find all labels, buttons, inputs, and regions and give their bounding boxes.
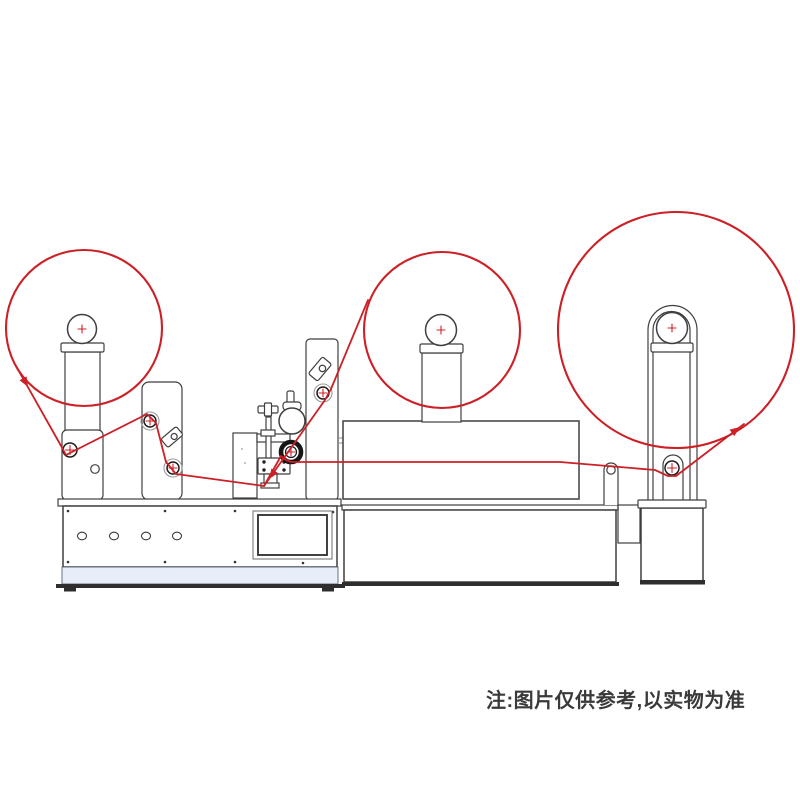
foot [322, 588, 334, 592]
conveyor-tunnel [342, 420, 580, 500]
web-direction-arrow-icon [19, 376, 28, 387]
web-direction-arrow-icon [269, 468, 279, 479]
pedestal-cap [637, 499, 707, 509]
reference-note: 注:图片仅供参考,以实物为准 [486, 690, 746, 712]
base-floor-bar [56, 584, 345, 588]
rewind-reel [556, 210, 796, 450]
base-skirt-band [61, 566, 339, 585]
sensor-bracket-icon [308, 356, 332, 382]
mount-hole [90, 464, 100, 474]
web-direction-arrow-icon [729, 427, 740, 437]
base-top-rail [57, 498, 342, 507]
supply-column-body [421, 352, 462, 423]
web-segment-supply [263, 299, 369, 487]
stand-floor-bar [342, 582, 619, 586]
panel-hole [140, 531, 152, 541]
nameplate-inner [257, 514, 328, 556]
panel-hole [171, 531, 183, 541]
unwind-reel [4, 248, 164, 408]
applicator-plate [232, 432, 258, 499]
guide-rollers [62, 383, 680, 478]
roller-pin [286, 390, 295, 404]
idler-arm [603, 462, 619, 505]
web-segment-output [263, 423, 745, 487]
wing-knob-icon [257, 402, 279, 417]
left-base-cabinet [56, 498, 345, 592]
guide-roller [664, 460, 680, 476]
foot [64, 588, 76, 592]
press-roller [278, 407, 306, 435]
left-column-cap [60, 342, 105, 353]
conveyor-tunnel-machine [341, 420, 641, 586]
rewind-station [637, 304, 707, 585]
supply-column [419, 313, 464, 423]
reel-center-mark [436, 325, 446, 335]
reel-center-mark [77, 324, 87, 334]
sensor-bracket-icon [161, 426, 183, 448]
web-segment-unwind [15, 365, 265, 487]
material-web-path [4, 210, 796, 487]
rewind-crossbar [650, 342, 694, 353]
panel-hole [108, 531, 120, 541]
pedestal-floor-bar [640, 580, 705, 585]
supply-reel [362, 250, 522, 410]
panel-hole [76, 531, 88, 541]
tunnel-stand [343, 509, 617, 583]
rewind-column-inner [652, 310, 691, 500]
rod-collar [260, 429, 276, 437]
rewind-column-outer [647, 304, 698, 500]
rewind-pedestal [640, 507, 704, 582]
stand-connector [617, 504, 641, 544]
reel-center-mark [667, 323, 677, 333]
guide-roller [140, 411, 160, 431]
